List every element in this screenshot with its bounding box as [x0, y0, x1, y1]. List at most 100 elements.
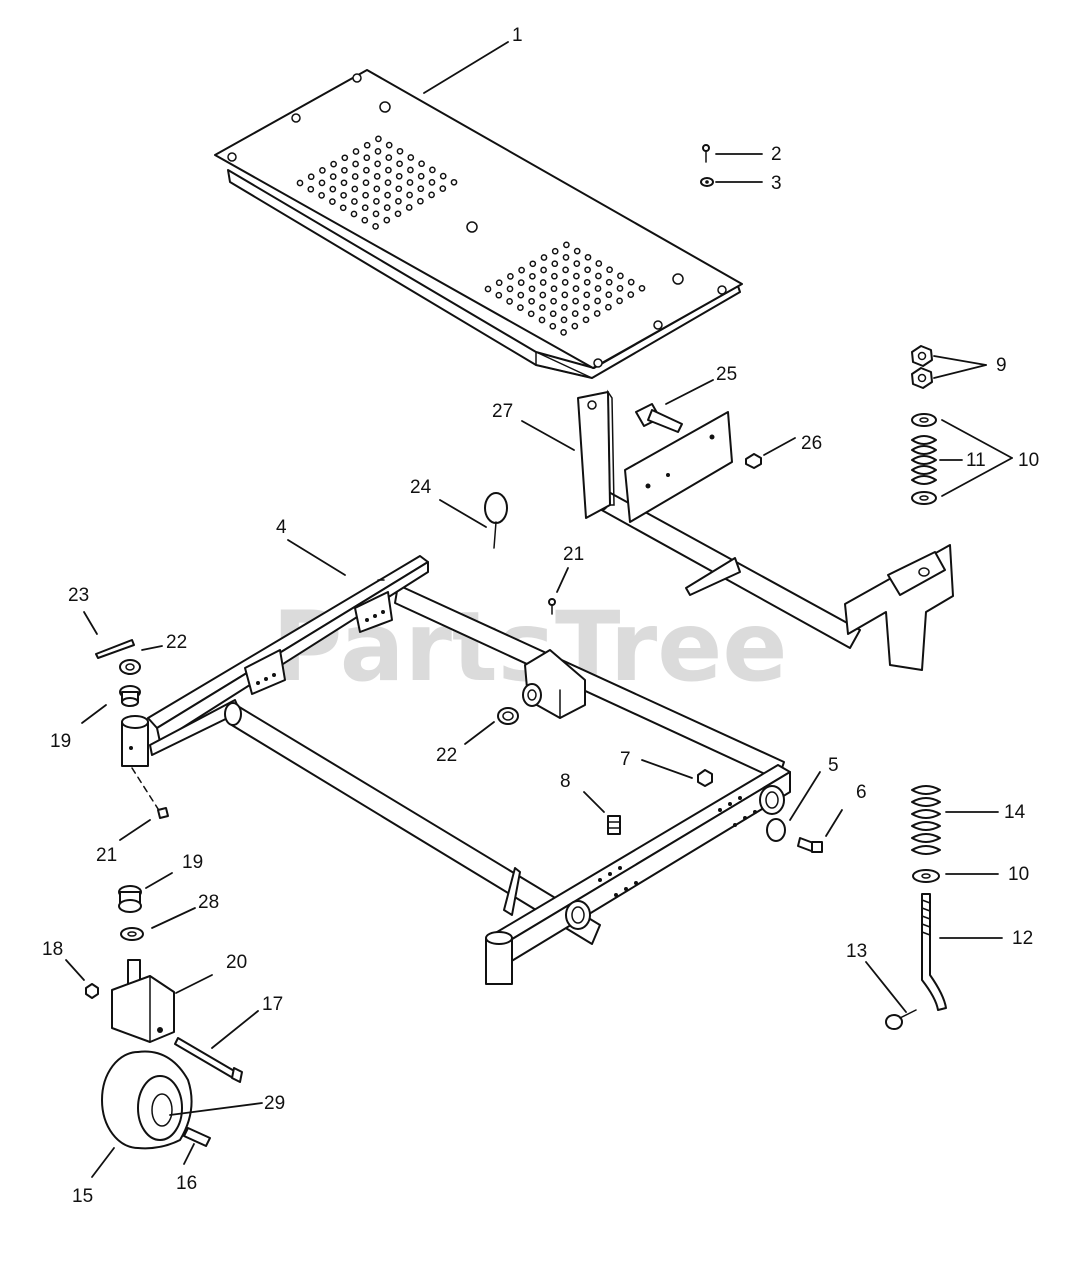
nut-item-26 — [745, 453, 762, 469]
perforation-hole — [406, 179, 414, 186]
wheel-item-15 — [101, 1050, 193, 1150]
perforation-hole — [562, 266, 569, 274]
perforation-hole — [383, 216, 391, 224]
callout-labels: 1 2 3 4 5 6 7 8 9 10 10 11 12 13 14 15 1… — [42, 25, 1039, 1207]
perforation-hole — [394, 210, 402, 218]
perforation-hole — [551, 247, 559, 255]
perforation-hole — [638, 284, 646, 292]
washer-item-10-bottom — [911, 491, 937, 505]
perforation-hole — [395, 172, 403, 180]
axle-assembly — [577, 389, 954, 671]
washer-item-10-lower — [912, 869, 940, 883]
perforation-hole — [540, 266, 547, 274]
callout-19-lower: 19 — [182, 852, 203, 873]
washer-item-22-center — [497, 707, 519, 725]
perforation-hole — [373, 185, 381, 193]
perforation-hole — [527, 310, 535, 318]
perforation-hole — [573, 247, 581, 255]
callout-24: 24 — [410, 477, 432, 498]
perforation-hole — [329, 185, 337, 193]
perforation-hole — [418, 160, 425, 168]
perforation-hole — [396, 147, 404, 155]
perforation-hole — [572, 285, 580, 292]
perforation-hole — [539, 304, 546, 311]
perforation-hole — [517, 279, 525, 286]
nuts-item-9 — [911, 345, 933, 389]
perforation-hole — [549, 310, 557, 318]
perforation-hole — [339, 204, 347, 212]
perforation-hole — [573, 260, 581, 267]
perforation-hole — [329, 198, 336, 205]
perforation-hole — [385, 154, 393, 161]
perforation-hole — [375, 135, 382, 143]
perforation-hole — [362, 179, 370, 187]
perforation-hole — [385, 166, 392, 174]
perforation-hole — [517, 291, 525, 299]
perforation-hole — [439, 172, 447, 180]
perforation-hole — [396, 160, 403, 168]
leader-29 — [169, 1102, 263, 1116]
perforation-hole — [616, 297, 623, 305]
perforation-hole — [407, 166, 414, 174]
perforation-hole — [560, 329, 567, 336]
screw-item-21-lower — [157, 807, 169, 819]
perforation-hole — [296, 179, 304, 187]
perforation-hole — [582, 316, 590, 324]
perforation-hole — [417, 185, 425, 193]
perforation-hole — [616, 285, 624, 292]
perforation-hole — [583, 303, 590, 311]
screw-item-21-upper — [548, 598, 556, 615]
perforation-hole — [572, 297, 579, 305]
perforation-hole — [330, 160, 337, 168]
perforation-hole — [528, 285, 536, 293]
callout-7: 7 — [620, 749, 631, 770]
perforation-hole — [518, 266, 525, 274]
bushing-item-19-upper — [119, 685, 141, 707]
perforation-hole — [551, 260, 559, 268]
perforation-hole — [627, 278, 635, 286]
perforation-hole — [307, 185, 315, 193]
perforation-grid-a — [296, 135, 458, 230]
perforation-hole — [584, 253, 592, 261]
perforation-hole — [551, 272, 558, 280]
perforation-hole — [428, 191, 435, 199]
perforation-hole — [361, 204, 369, 212]
perforation-hole — [307, 173, 315, 181]
perforation-hole — [563, 241, 570, 249]
nut-item-18 — [85, 983, 99, 999]
perforation-hole — [560, 316, 568, 324]
bolt-item-6 — [797, 837, 823, 853]
perforation-hole — [417, 172, 425, 180]
washer-item-10-top — [911, 413, 937, 427]
callout-27: 27 — [492, 401, 513, 422]
perforation-hole — [428, 179, 436, 186]
perforation-hole — [340, 179, 348, 187]
spring-item-14 — [911, 785, 941, 855]
rod-item-12 — [921, 893, 947, 1011]
callout-12: 12 — [1012, 928, 1033, 949]
perforation-hole — [595, 272, 602, 280]
perforation-hole — [329, 173, 337, 180]
callout-15: 15 — [72, 1186, 93, 1207]
perforation-hole — [506, 285, 514, 293]
perforation-hole — [372, 210, 380, 218]
callout-22-left: 22 — [166, 632, 187, 653]
perforation-hole — [373, 173, 381, 180]
perforation-hole — [529, 272, 536, 280]
hitch-pin-item-24 — [484, 492, 508, 549]
perforation-hole — [549, 322, 557, 330]
perforation-hole — [361, 216, 369, 224]
callout-21-lower: 21 — [96, 845, 117, 866]
callout-29: 29 — [264, 1093, 285, 1114]
perforation-hole — [351, 185, 359, 193]
perforation-hole — [417, 197, 424, 205]
callout-3: 3 — [771, 173, 782, 194]
perforation-hole — [350, 210, 358, 218]
perforation-hole — [539, 291, 547, 299]
leader-lines — [65, 41, 1013, 1178]
perforation-hole — [395, 185, 403, 193]
callout-1: 1 — [512, 25, 523, 46]
callout-17: 17 — [262, 994, 283, 1015]
callout-26: 26 — [801, 433, 822, 454]
callout-10-lower: 10 — [1008, 864, 1029, 885]
